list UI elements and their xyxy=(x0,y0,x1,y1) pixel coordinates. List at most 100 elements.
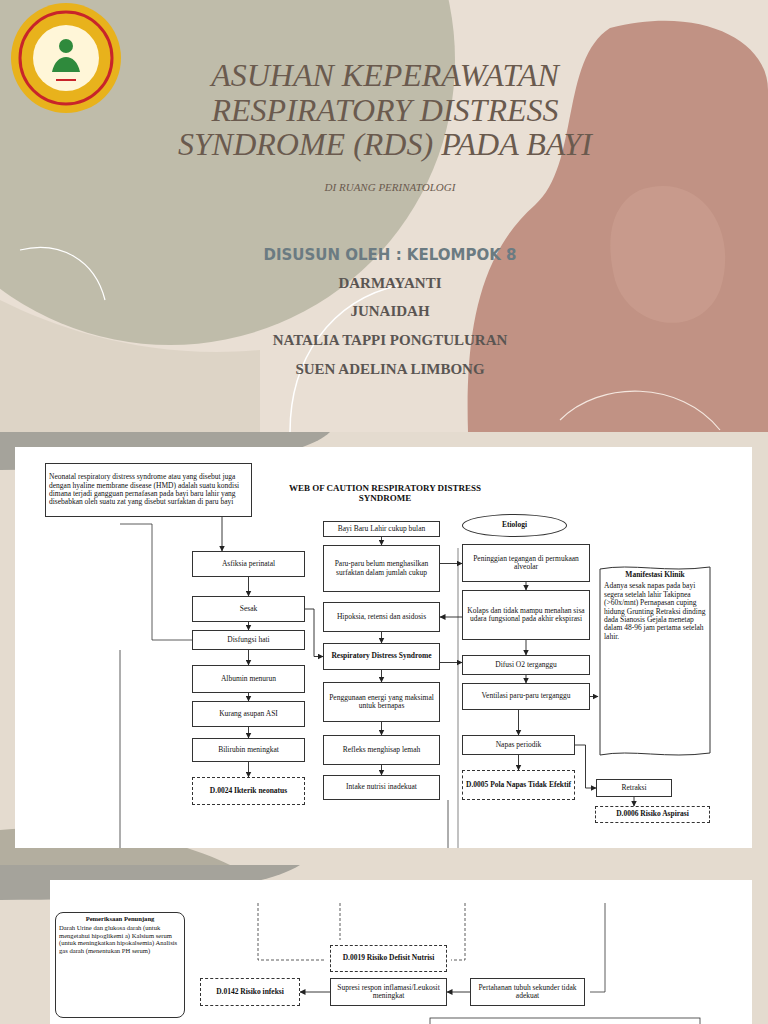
process-box: Sesak xyxy=(192,596,305,622)
slide-ground xyxy=(0,432,768,865)
node-text: Supresi respon inflamasi/Leukosit mening… xyxy=(334,984,443,1001)
wire-line xyxy=(448,800,449,848)
node-text: Difusi O2 terganggu xyxy=(466,661,586,669)
node-text: D.0006 Risiko Aspirasi xyxy=(599,810,706,818)
process-box: Ventilasi paru-paru terganggu xyxy=(462,683,590,710)
process-box: Paru-paru belum menghasilkan surfaktan d… xyxy=(323,545,440,592)
node-text: Bayi Baru Lahir cukup bulan xyxy=(327,525,436,533)
node-text: Hipoksia, retensi dan asidosis xyxy=(327,613,436,621)
connector xyxy=(526,582,527,590)
node-text: Kurang asupan ASI xyxy=(196,710,301,718)
node-text: Bilirubin meningkat xyxy=(196,746,301,754)
process-box: Hipoksia, retensi dan asidosis xyxy=(323,602,440,632)
node-text: Adanya sesak napas pada bayi segera sete… xyxy=(604,582,706,641)
node-text: Penggunaan energi yang maksimal untuk be… xyxy=(327,694,436,711)
member-name: DARMAYANTI xyxy=(180,275,600,292)
support-box: Pemeriksaan PenunjangDarah Urine dan glu… xyxy=(55,912,185,1018)
etiology-oval: Etiologi xyxy=(462,514,567,537)
member-name: SUEN ADELINA LIMBONG xyxy=(180,361,600,378)
connector xyxy=(248,577,249,596)
connector xyxy=(248,762,249,777)
rose-highlight xyxy=(610,186,725,323)
manifestation-scroll: Manifestasi KlinikAdanya sesak napas pad… xyxy=(598,563,712,759)
process-box: Supresi respon inflamasi/Leukosit mening… xyxy=(330,978,447,1006)
connector xyxy=(222,517,223,551)
process-box: Pertahanan tubuh sekunder tidak adekuat xyxy=(470,978,585,1006)
connector xyxy=(440,563,462,564)
wire-line xyxy=(120,650,121,848)
node-text: D.0005 Pola Napas Tidak Efektif xyxy=(466,781,571,789)
slide-title: ASUHAN KEPERAWATAN RESPIRATORY DISTRESS … xyxy=(140,58,630,162)
process-box: Refleks menghisap lemah xyxy=(323,735,440,765)
cut-box xyxy=(430,1018,700,1024)
beige-shape xyxy=(0,300,260,432)
connector xyxy=(526,640,527,655)
member-name: JUNAIDAH xyxy=(180,303,600,320)
grey-circle xyxy=(0,0,455,345)
logo-figure xyxy=(59,39,73,53)
image-panel xyxy=(15,447,752,848)
group-heading: DISUSUN OLEH : KELOMPOK 8 xyxy=(180,246,600,264)
connector xyxy=(440,617,462,618)
connector xyxy=(518,710,519,735)
dashed-line xyxy=(258,903,326,960)
node-text: D.0142 Risiko infeksi xyxy=(204,988,296,996)
logo-figure xyxy=(52,57,80,72)
connector xyxy=(381,765,382,775)
process-box: Difusi O2 terganggu xyxy=(462,655,590,675)
image-panel xyxy=(50,880,752,1024)
node-text: Kolaps dan tidak mampu menahan sisa udar… xyxy=(466,607,586,624)
diagnosis-box: D.0024 Ikterik neonatus xyxy=(192,777,305,805)
logo-figure xyxy=(56,79,76,81)
connector xyxy=(305,609,323,657)
connector xyxy=(248,650,249,665)
process-box: Napas periodik xyxy=(462,735,575,755)
node-text: Disfungsi hati xyxy=(196,636,301,644)
connector xyxy=(381,722,382,735)
process-box: Kurang asupan ASI xyxy=(192,701,305,727)
definition-box: Neonatal respiratory distress syndrome a… xyxy=(45,463,252,517)
node-text: Respiratory Distress Syndrome xyxy=(327,652,436,660)
node-text: Refleks menghisap lemah xyxy=(327,746,436,754)
process-box: Penggunaan energi yang maksimal untuk be… xyxy=(323,682,440,722)
diagnosis-box: D.0006 Risiko Aspirasi xyxy=(595,806,710,823)
node-text: Sesak xyxy=(196,605,301,613)
process-box: Kolaps dan tidak mampu menahan sisa udar… xyxy=(462,590,590,640)
node-heading: Pemeriksaan Penunjang xyxy=(59,915,181,922)
member-name: NATALIA TAPPI PONGTULURAN xyxy=(180,332,600,349)
node-text: Napas periodik xyxy=(466,741,571,749)
node-text: Peninggian tegangan di permukaan alveola… xyxy=(466,555,586,572)
process-box: Respiratory Distress Syndrome xyxy=(323,643,440,670)
connector xyxy=(248,693,249,701)
logo-badge xyxy=(11,3,121,113)
node-text: Intake nutrisi inadekuat xyxy=(327,783,436,791)
connector xyxy=(518,755,519,770)
node-text: Retraksi xyxy=(600,784,668,792)
connector xyxy=(590,696,598,697)
node-text: D.0024 Ikterik neonatus xyxy=(196,787,301,795)
connector xyxy=(381,632,382,643)
connector xyxy=(248,622,249,630)
white-curve xyxy=(560,391,720,430)
wire-line xyxy=(590,903,605,992)
connector xyxy=(447,992,470,993)
process-box: Albumin menurun xyxy=(192,665,305,693)
process-box: Intake nutrisi inadekuat xyxy=(323,775,440,800)
diagram-title: WEB OF CAUTION RESPIRATORY DISTRESS SYND… xyxy=(270,483,500,504)
scroll-outline xyxy=(600,567,710,755)
diagnosis-box: D.0019 Risiko Defisit Nutrisi xyxy=(330,945,447,972)
white-curve xyxy=(20,247,105,300)
node-text: Paru-paru belum menghasilkan surfaktan d… xyxy=(327,560,436,577)
connector xyxy=(526,675,527,683)
connector xyxy=(381,537,382,545)
slide-ground xyxy=(0,865,768,1024)
node-text: Etiologi xyxy=(466,521,563,529)
bracket-line xyxy=(120,524,192,640)
logo-inner xyxy=(33,25,99,91)
connector xyxy=(300,992,330,993)
connector xyxy=(248,727,249,738)
node-text: D.0019 Risiko Defisit Nutrisi xyxy=(334,954,443,962)
process-box: Retraksi xyxy=(596,779,672,797)
node-text: Darah Urine dan glukosa darah (untuk men… xyxy=(59,924,181,954)
